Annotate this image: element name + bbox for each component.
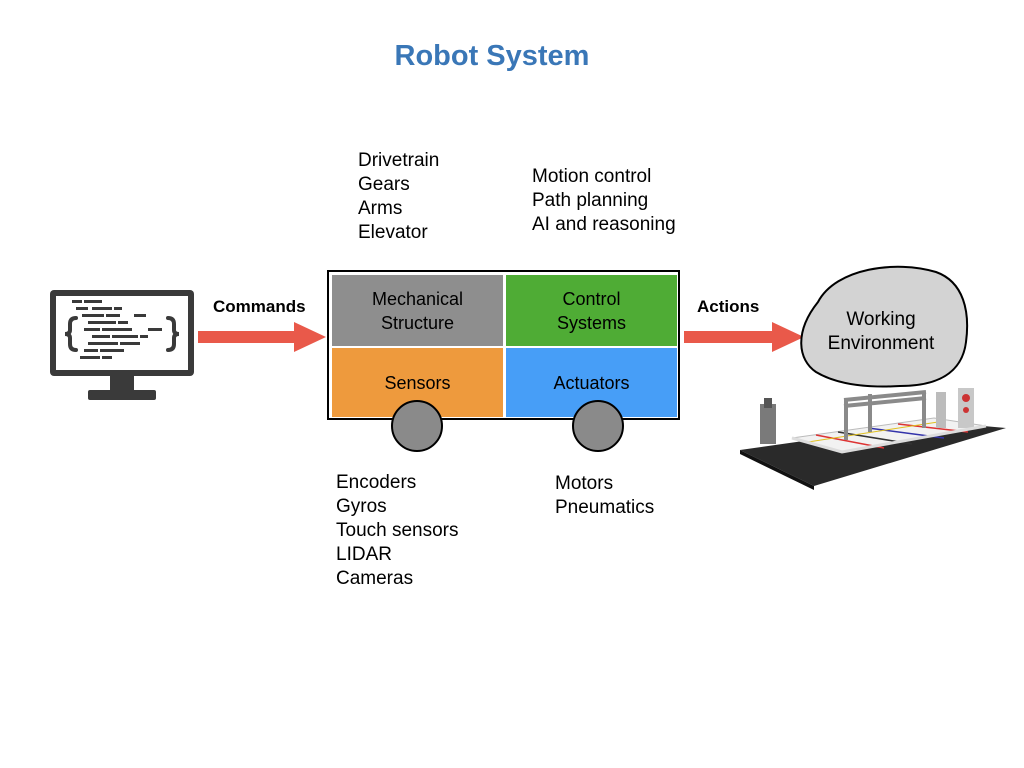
list-item: Path planning <box>532 190 649 211</box>
block-label: Structure <box>380 312 454 333</box>
commands-arrow <box>198 322 326 352</box>
list-item: Cameras <box>336 568 414 589</box>
block-label: Actuators <box>553 372 630 393</box>
list-item: LIDAR <box>336 544 392 565</box>
block-label: Control <box>562 288 621 309</box>
block-label: Sensors <box>384 372 451 393</box>
actions-arrow <box>684 322 804 352</box>
actions-label: Actions <box>697 297 760 316</box>
robot-box: Mechanical Structure Control Systems Sen… <box>327 270 680 420</box>
mechanical-structure-block: Mechanical Structure <box>332 275 503 346</box>
wheel-left <box>391 400 443 452</box>
robot-field-image <box>740 388 1006 490</box>
list-item: Motion control <box>532 166 652 187</box>
list-item: Drivetrain <box>358 150 440 171</box>
block-label: Mechanical <box>371 288 464 309</box>
actuator-items-list: Motors Pneumatics <box>555 472 654 520</box>
environment-label: Working Environment <box>806 308 956 356</box>
list-item: Gears <box>358 174 410 195</box>
environment-line: Environment <box>827 333 935 354</box>
list-item: Motors <box>555 473 614 494</box>
list-item: Pneumatics <box>555 497 655 518</box>
list-item: Encoders <box>336 472 417 493</box>
block-label: Systems <box>556 312 626 333</box>
mechanical-items-list: Drivetrain Gears Arms Elevator <box>358 149 439 245</box>
list-item: AI and reasoning <box>532 214 676 235</box>
list-item: Gyros <box>336 496 387 517</box>
commands-label: Commands <box>213 297 306 316</box>
control-systems-block: Control Systems <box>506 275 677 346</box>
environment-line: Working <box>846 309 916 330</box>
sensor-items-list: Encoders Gyros Touch sensors LIDAR Camer… <box>336 471 459 591</box>
wheel-right <box>572 400 624 452</box>
control-items-list: Motion control Path planning AI and reas… <box>532 165 676 237</box>
list-item: Elevator <box>358 222 428 243</box>
list-item: Touch sensors <box>336 520 459 541</box>
diagram-title: Robot System <box>394 40 590 72</box>
computer-code-icon <box>50 290 194 400</box>
environment-cloud <box>800 265 969 388</box>
list-item: Arms <box>358 198 403 219</box>
